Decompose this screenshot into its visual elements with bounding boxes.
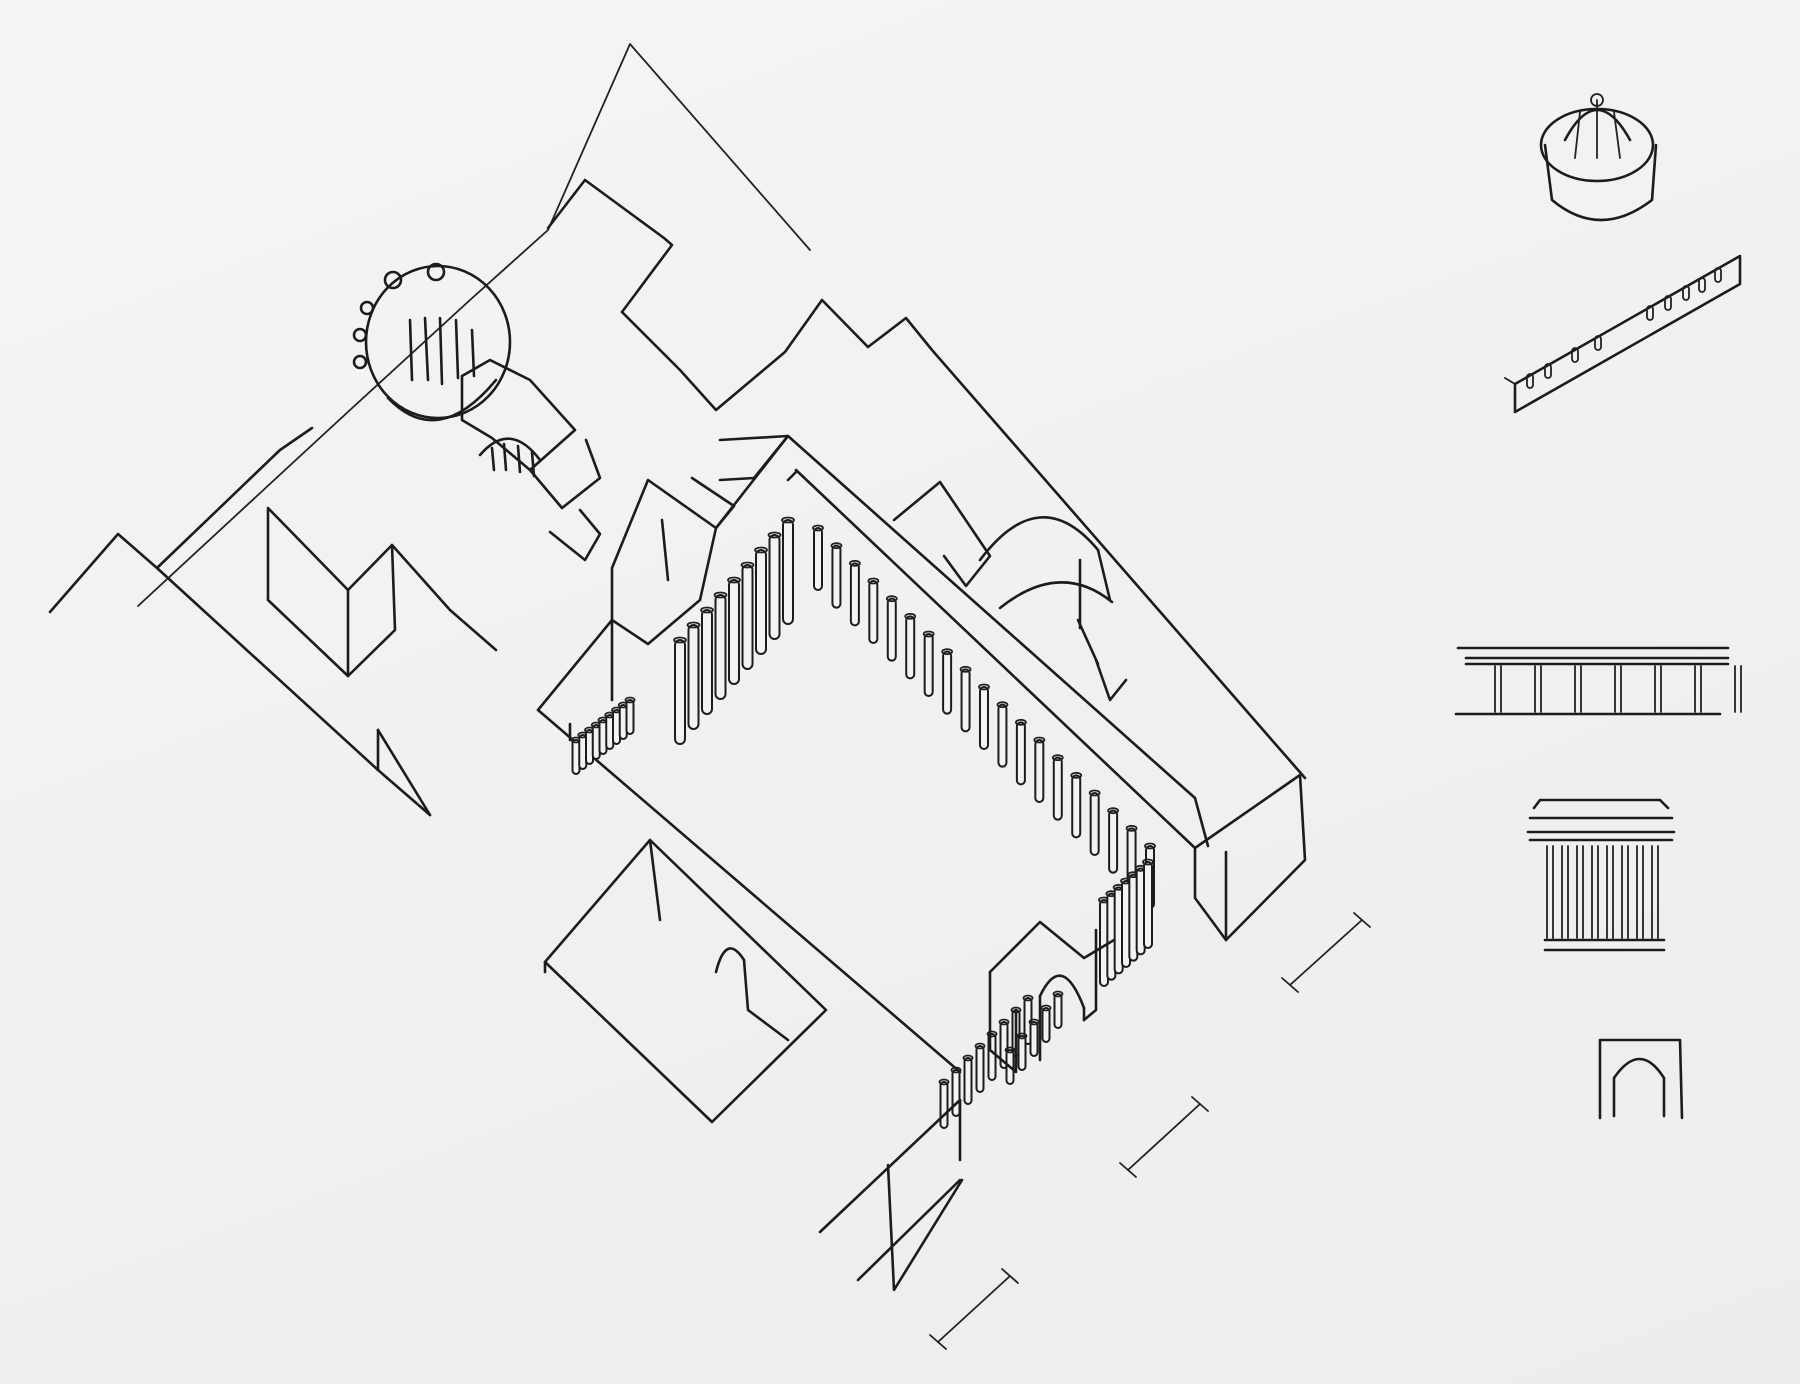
column bbox=[830, 542, 843, 609]
detail-portico-elevation bbox=[1526, 798, 1676, 952]
dimension-marks bbox=[929, 912, 1371, 1350]
elevation-column bbox=[1614, 665, 1622, 713]
dimension-mark-2 bbox=[1119, 1096, 1209, 1178]
wall-opening bbox=[1698, 277, 1706, 293]
detail-rotunda bbox=[1539, 93, 1658, 222]
detail-arch-opening bbox=[1598, 1038, 1684, 1120]
dimension-mark-1 bbox=[1281, 912, 1371, 993]
column bbox=[974, 1042, 986, 1093]
column bbox=[812, 524, 824, 591]
column bbox=[727, 576, 741, 685]
column bbox=[754, 546, 768, 655]
column bbox=[617, 701, 629, 740]
portico-column bbox=[1606, 845, 1614, 939]
portico-column bbox=[1591, 845, 1599, 939]
wall-opening bbox=[1594, 335, 1602, 351]
column bbox=[1040, 1004, 1052, 1043]
wall-opening bbox=[1664, 295, 1672, 311]
courtyard-block bbox=[536, 434, 1307, 1074]
elevation-column bbox=[1534, 665, 1542, 713]
elevation-column bbox=[1694, 665, 1702, 713]
elevation-column bbox=[1574, 665, 1582, 713]
column bbox=[885, 595, 898, 662]
column bbox=[938, 1078, 950, 1129]
column bbox=[740, 561, 755, 670]
column bbox=[1142, 858, 1154, 949]
wall-opening bbox=[1682, 285, 1690, 301]
column bbox=[962, 1054, 974, 1105]
portico-column bbox=[1636, 845, 1644, 939]
colonnade-right-row bbox=[1098, 858, 1154, 987]
lower-left-block bbox=[543, 838, 828, 1124]
wall-opening bbox=[1646, 305, 1654, 321]
portico-column bbox=[1546, 845, 1554, 939]
detail-colonnade-elevation bbox=[1454, 646, 1742, 716]
portico-column bbox=[1651, 845, 1659, 939]
elevation-column bbox=[1654, 665, 1662, 713]
portico-column bbox=[1621, 845, 1629, 939]
column bbox=[781, 516, 795, 625]
rotunda bbox=[352, 262, 512, 422]
left-wing bbox=[155, 506, 498, 817]
colonnade-left-row bbox=[673, 516, 795, 745]
dimension-mark-3 bbox=[929, 1268, 1019, 1350]
elevation-column bbox=[1494, 665, 1502, 713]
rotunda-vestibule bbox=[460, 358, 602, 562]
column bbox=[767, 531, 782, 640]
column bbox=[1014, 718, 1027, 786]
colonnade-far-row bbox=[812, 524, 1156, 909]
column bbox=[941, 648, 954, 715]
column bbox=[1033, 736, 1046, 803]
column bbox=[700, 606, 714, 715]
wall-opening bbox=[1571, 347, 1579, 363]
column bbox=[1016, 1032, 1028, 1071]
column bbox=[1051, 754, 1064, 821]
column bbox=[713, 591, 728, 700]
column bbox=[867, 577, 880, 644]
wall-opening bbox=[1544, 363, 1552, 379]
column bbox=[848, 559, 861, 627]
column bbox=[686, 621, 701, 730]
elevation-column bbox=[1734, 665, 1742, 713]
detail-arcaded-wall bbox=[1504, 254, 1742, 414]
colonnade-near-row bbox=[570, 696, 1064, 1129]
column bbox=[1088, 789, 1101, 856]
column bbox=[978, 683, 990, 750]
column bbox=[904, 612, 917, 680]
column bbox=[959, 665, 972, 733]
column bbox=[1070, 771, 1083, 839]
column bbox=[624, 696, 636, 735]
column bbox=[1028, 1018, 1040, 1057]
column bbox=[950, 1066, 962, 1117]
apse bbox=[892, 480, 1128, 702]
wall-opening bbox=[1714, 267, 1722, 283]
column bbox=[1107, 807, 1120, 874]
lower-street-front bbox=[818, 1098, 964, 1292]
portico-column bbox=[1561, 845, 1569, 939]
column bbox=[922, 630, 935, 697]
column bbox=[673, 636, 687, 745]
portico-column bbox=[1576, 845, 1584, 939]
column bbox=[1052, 990, 1064, 1029]
column bbox=[996, 701, 1009, 768]
gate-pavilion bbox=[988, 920, 1116, 1074]
wall-opening bbox=[1526, 373, 1534, 389]
